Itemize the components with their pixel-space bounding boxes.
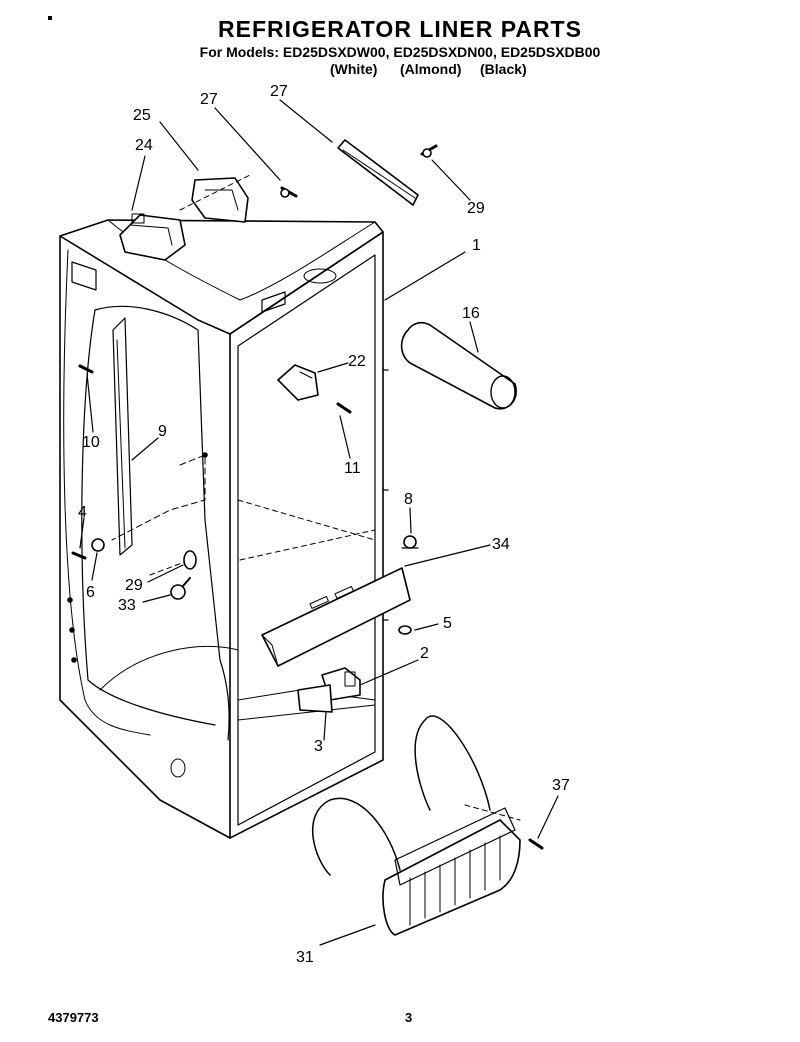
callout-label: 9 <box>158 423 167 440</box>
callout-label: 25 <box>133 107 151 124</box>
part-27-screw-left <box>280 186 298 198</box>
part-27-screw-right <box>420 144 438 158</box>
callout-label: 29 <box>125 577 143 594</box>
part-34-shelf-cover <box>261 567 411 667</box>
part-16-trim <box>400 322 517 410</box>
callout-label: 2 <box>420 645 429 662</box>
callout-label: 1 <box>472 237 481 254</box>
part-11-screw <box>336 402 352 414</box>
part-5-clip <box>398 625 412 635</box>
callout-label: 29 <box>467 200 485 217</box>
callout-label: 27 <box>270 83 288 100</box>
callout-label: 3 <box>314 738 323 755</box>
part-29-socket <box>183 550 197 570</box>
callout-label: 27 <box>200 91 218 108</box>
color-almond: (Almond) <box>400 61 462 77</box>
callout-label: 24 <box>135 137 153 154</box>
callout-label: 31 <box>296 949 314 966</box>
part-37-screw <box>528 838 544 850</box>
color-white: (White) <box>330 61 378 77</box>
document-number: 4379773 <box>48 1010 99 1025</box>
callout-labels: 27 27 25 24 29 1 16 22 11 10 9 8 34 5 2 … <box>78 83 570 966</box>
leader-lines <box>79 99 559 946</box>
part-4-screw <box>71 551 87 560</box>
color-black: (Black) <box>480 61 527 77</box>
part-22-bracket <box>277 364 319 401</box>
callout-label: 5 <box>443 615 452 632</box>
callout-label: 37 <box>552 777 570 794</box>
callout-label: 4 <box>78 504 87 521</box>
liner-cabinet <box>59 219 389 839</box>
callout-label: 10 <box>82 434 100 451</box>
part-33-bulb <box>170 577 191 600</box>
page-title: REFRIGERATOR LINER PARTS <box>218 16 582 42</box>
page-number: 3 <box>405 1010 413 1025</box>
callout-label: 22 <box>348 353 366 370</box>
part-6-bushing <box>91 538 105 552</box>
model-list: For Models: ED25DSXDW00, ED25DSXDN00, ED… <box>199 44 601 60</box>
part-24-control-housing <box>119 213 186 261</box>
part-8-grommet <box>401 535 419 549</box>
callout-label: 16 <box>462 305 480 322</box>
callout-label: 8 <box>404 491 413 508</box>
part-26-channel <box>337 139 419 206</box>
part-31-pan-cover <box>312 715 521 936</box>
part-10-screw <box>78 364 94 374</box>
part-3-plate <box>297 684 333 713</box>
callout-label: 33 <box>118 597 136 614</box>
part-25-bracket <box>179 174 251 223</box>
callout-label: 11 <box>344 460 361 477</box>
callout-label: 34 <box>492 536 510 553</box>
callout-label: 6 <box>86 584 95 601</box>
corner-mark <box>48 16 52 20</box>
